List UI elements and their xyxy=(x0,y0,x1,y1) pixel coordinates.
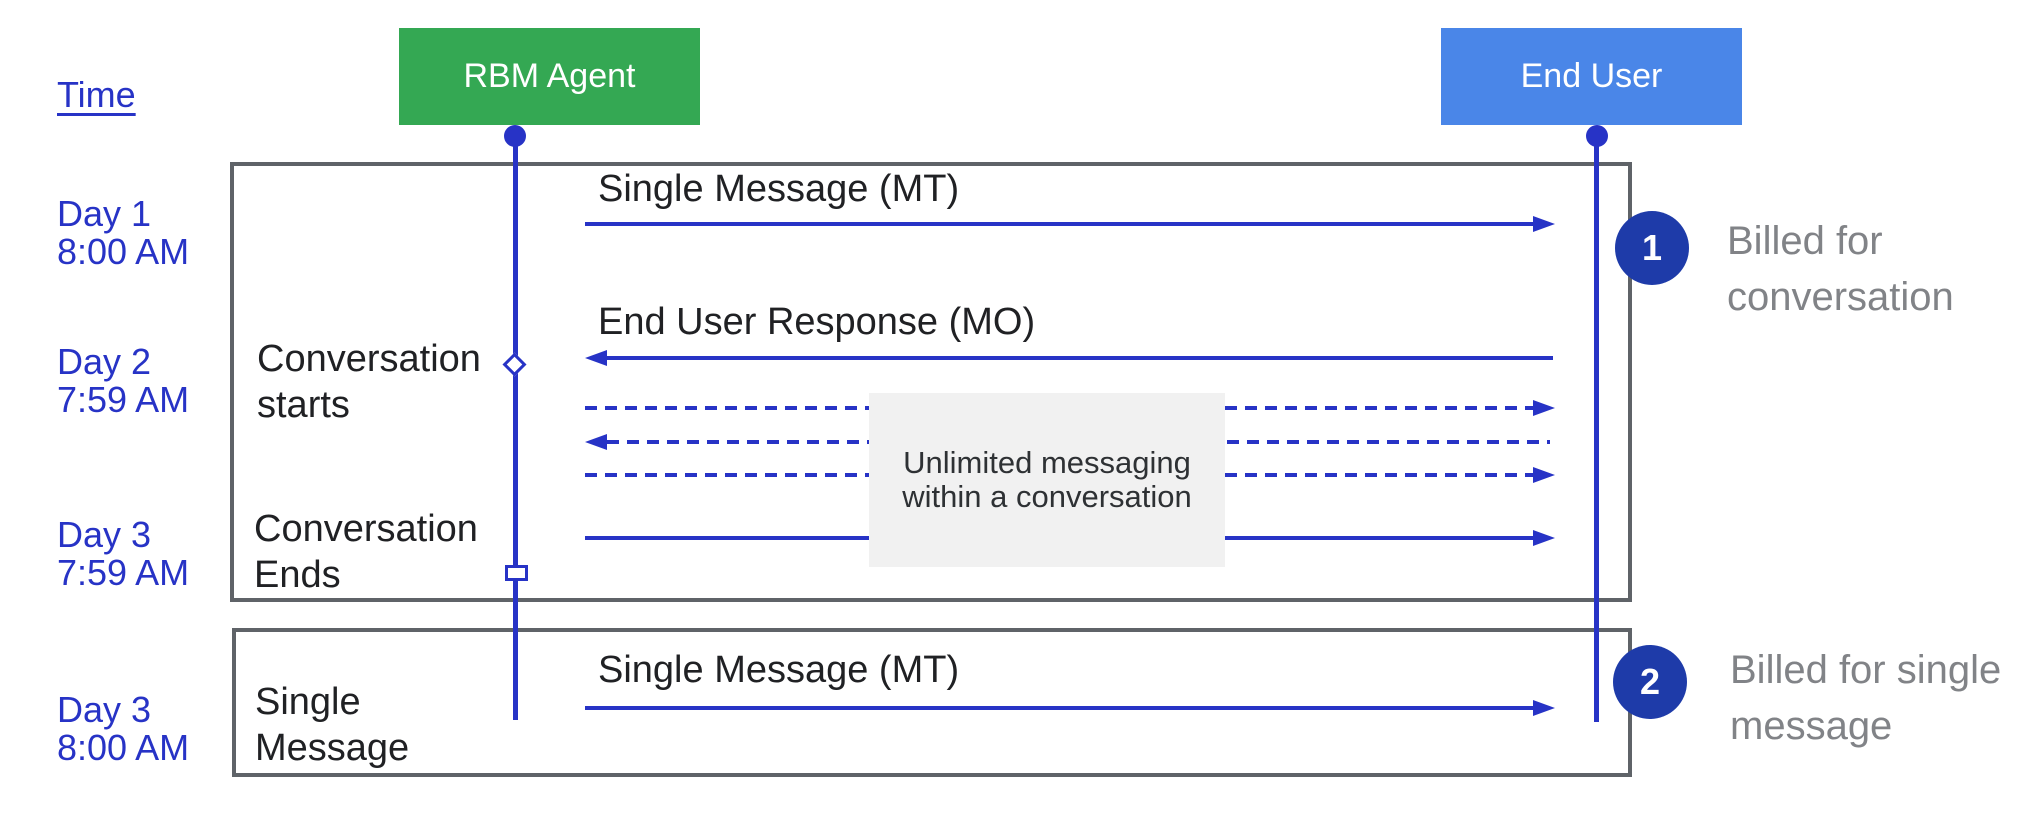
unlimited-messaging-note-text: Unlimited messaging within a conversatio… xyxy=(902,445,1192,514)
arrow-right-icon xyxy=(1533,700,1555,716)
rbm-lifeline xyxy=(513,134,518,720)
timeline-time: 7:59 AM xyxy=(57,552,190,593)
end-user-lifeline xyxy=(1594,134,1599,722)
actor-end-user-label: End User xyxy=(1520,57,1663,95)
arrow-left-icon xyxy=(585,434,607,450)
conversation-end-square-marker xyxy=(505,565,528,581)
arrow-left-icon xyxy=(585,350,607,366)
arrow-right-icon xyxy=(1533,216,1555,232)
timeline-entry-day3b: Day 3 8:00 AM xyxy=(57,691,227,767)
single-message-side-label: Single Message xyxy=(255,681,410,769)
billing-badge-2-number: 2 xyxy=(1639,661,1661,702)
mt-message-label: Single Message (MT) xyxy=(598,168,960,210)
single-message-mt-arrow xyxy=(585,700,1555,716)
timeline-day: Day 3 xyxy=(57,514,152,555)
timeline-time: 8:00 AM xyxy=(57,727,190,768)
actor-end-user-box: End User xyxy=(1441,28,1742,125)
conversation-starts-label: Conversation starts xyxy=(257,338,481,426)
billing-badge-1: 1 xyxy=(1615,211,1689,285)
billed-for-conversation-text: Billed for conversation xyxy=(1727,219,1954,319)
timeline-day: Day 3 xyxy=(57,689,152,730)
timeline-entry-day2: Day 2 7:59 AM xyxy=(57,343,227,419)
timeline-day: Day 2 xyxy=(57,341,152,382)
billing-badge-1-number: 1 xyxy=(1641,227,1663,268)
actor-rbm-agent-label: RBM Agent xyxy=(463,57,636,95)
conversation-billing-frame xyxy=(230,162,1632,602)
conversation-ends-label: Conversation Ends xyxy=(254,508,478,596)
timeline-entry-day1: Day 1 8:00 AM xyxy=(57,195,227,271)
unlimited-messaging-note: Unlimited messaging within a conversatio… xyxy=(869,393,1225,567)
timeline-time: 8:00 AM xyxy=(57,231,190,272)
arrow-right-icon xyxy=(1533,400,1555,416)
mo-response-arrow xyxy=(585,350,1553,366)
arrow-right-icon xyxy=(1533,530,1555,546)
actor-rbm-agent-box: RBM Agent xyxy=(399,28,700,125)
timeline-entry-day3: Day 3 7:59 AM xyxy=(57,516,227,592)
single-message-mt-label: Single Message (MT) xyxy=(598,649,960,691)
billing-badge-2: 2 xyxy=(1613,645,1687,719)
billed-for-single-message-text: Billed for single message xyxy=(1730,648,2002,748)
arrow-right-icon xyxy=(1533,467,1555,483)
mo-response-label: End User Response (MO) xyxy=(598,301,1036,343)
timeline-day: Day 1 xyxy=(57,193,152,234)
timeline-time: 7:59 AM xyxy=(57,379,190,420)
time-axis-label: Time xyxy=(57,74,136,115)
mt-message-arrow xyxy=(585,216,1555,232)
